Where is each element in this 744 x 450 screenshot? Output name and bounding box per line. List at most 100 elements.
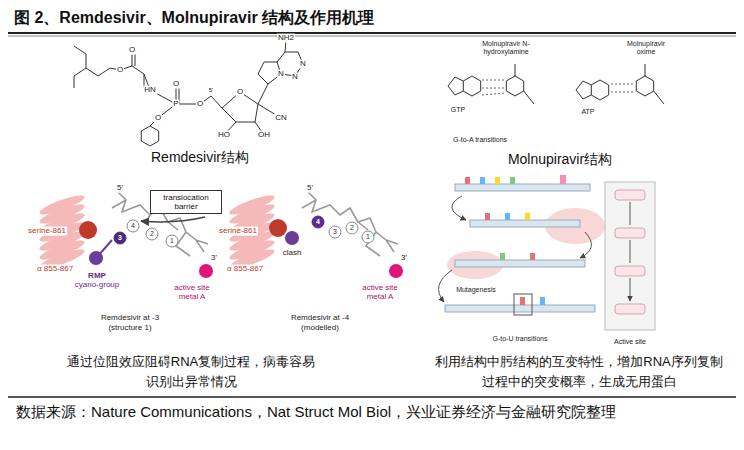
mechanism-caption: 利用结构中肟结构的互变特性，增加RNA序列复制过程中的突变概率，生成无用蛋白 xyxy=(428,352,730,392)
position-circle xyxy=(166,235,178,247)
strand-end-label: 3' xyxy=(400,254,408,263)
panel-caption: Remdesivir at -3 xyxy=(100,314,160,323)
flow-arrow xyxy=(580,232,591,258)
callout-number: 1 xyxy=(366,233,370,241)
flow-arrow xyxy=(439,270,452,302)
residue-label: serine-861 xyxy=(218,227,258,236)
highlight-box xyxy=(514,294,532,315)
atom-label: O xyxy=(154,114,162,123)
transition-label: G-to-U transitions xyxy=(492,335,549,343)
state-box xyxy=(615,266,645,276)
callout-box: translocation barrier xyxy=(150,190,222,214)
ring xyxy=(448,77,463,95)
flow-arrow xyxy=(452,196,466,220)
nucleotide xyxy=(465,177,470,184)
group-label: RMP xyxy=(87,272,107,281)
ring xyxy=(576,81,591,99)
atom-label: P xyxy=(172,100,179,109)
title-rule xyxy=(8,32,736,34)
panel-caption: Remdesivir at -4 xyxy=(290,314,350,323)
state-box xyxy=(615,190,645,200)
atom-label: O xyxy=(116,66,124,75)
atom-label: CN xyxy=(274,114,288,123)
molecule-label: Molnupiravir oxime xyxy=(617,40,675,56)
active-site-column xyxy=(605,182,655,330)
source-note: 数据来源：Nature Communications，Nat Struct Mo… xyxy=(16,401,728,422)
position-circle xyxy=(329,226,341,238)
atom-label: N xyxy=(277,70,285,79)
atom-label: N xyxy=(291,73,299,82)
cyano-atom xyxy=(89,251,103,265)
site-label: metal A xyxy=(366,293,395,302)
ring xyxy=(506,76,523,96)
panel-caption: (structure 1) xyxy=(107,324,152,333)
footer-rule xyxy=(8,396,736,398)
position-circle xyxy=(362,231,374,243)
base-rings xyxy=(258,40,303,84)
bond-lines xyxy=(74,46,281,135)
nucleotide xyxy=(560,175,566,184)
position-circle xyxy=(114,232,126,244)
helix-label: α 855-867 xyxy=(226,265,264,274)
strand xyxy=(445,305,595,312)
nucleotide xyxy=(505,213,510,220)
molecule-rings xyxy=(448,64,664,104)
nucleotide xyxy=(485,213,490,220)
atom-label: OH xyxy=(257,131,271,140)
process-label: Mutagenesis xyxy=(455,286,497,294)
helix-label: α 855-867 xyxy=(36,265,74,274)
strand-end-label: 3' xyxy=(210,254,218,263)
strand-end-label: 5' xyxy=(306,184,314,193)
callout-number: 3 xyxy=(118,234,122,242)
site-label: metal A xyxy=(178,293,207,302)
phenyl-ring xyxy=(141,126,158,146)
atom-label: N xyxy=(299,60,307,69)
callout-number: 3 xyxy=(333,228,337,236)
barrier-arrow xyxy=(141,217,205,222)
position-circle xyxy=(346,222,358,234)
atom-label: O xyxy=(196,100,204,109)
strand xyxy=(455,184,590,191)
ring xyxy=(636,76,653,96)
structure-caption: Remdesivir结构 xyxy=(150,150,250,165)
serine-atom xyxy=(269,219,287,237)
callout-number: 1 xyxy=(170,237,174,245)
atom-label: HO xyxy=(217,131,231,140)
atom-label: O xyxy=(128,46,136,55)
callout-number: 4 xyxy=(131,222,135,230)
site-label: active site xyxy=(173,284,211,293)
position-circle xyxy=(127,220,139,232)
site-label: active site xyxy=(361,284,399,293)
state-box xyxy=(615,228,645,238)
atom-label: O xyxy=(236,88,244,97)
nucleotide xyxy=(520,297,525,305)
clash-label: clash xyxy=(282,249,303,258)
group-label: cyano-group xyxy=(74,281,120,290)
structure-caption: Molnupiravir结构 xyxy=(507,152,613,167)
nucleotide xyxy=(480,177,485,184)
residue-label: serine-861 xyxy=(27,227,67,236)
atom-label: NH2 xyxy=(277,34,295,43)
callout-number: 2 xyxy=(350,224,354,232)
strand-end-label: 5' xyxy=(116,184,124,193)
metal-ion xyxy=(389,264,403,278)
mechanism-caption: 通过位阻效应阻碍RNA复制过程，病毒容易识别出异常情况 xyxy=(65,352,317,392)
nucleotide xyxy=(540,297,545,305)
molecule-label: Molnupiravir N-hydroxylamine xyxy=(469,40,543,56)
transition-label: G-to-A transitions xyxy=(452,136,508,144)
panel-caption: (modelled) xyxy=(300,324,340,333)
rna-strand xyxy=(445,175,605,315)
site-label: Active site xyxy=(613,338,647,346)
strand xyxy=(470,220,580,227)
nucleotide xyxy=(510,177,515,184)
title-rule xyxy=(8,36,736,37)
nucleotide xyxy=(500,253,505,260)
atom-label: O xyxy=(172,80,180,89)
atom-label: HN xyxy=(143,86,157,95)
nucleotide xyxy=(525,213,530,220)
position-circle xyxy=(146,228,158,240)
box-text: translocation barrier xyxy=(155,193,217,211)
metal-ion xyxy=(199,264,213,278)
ring xyxy=(591,80,608,100)
figure-title: 图 2、Remdesivir、Molnupiravir 结构及作用机理 xyxy=(14,8,374,29)
